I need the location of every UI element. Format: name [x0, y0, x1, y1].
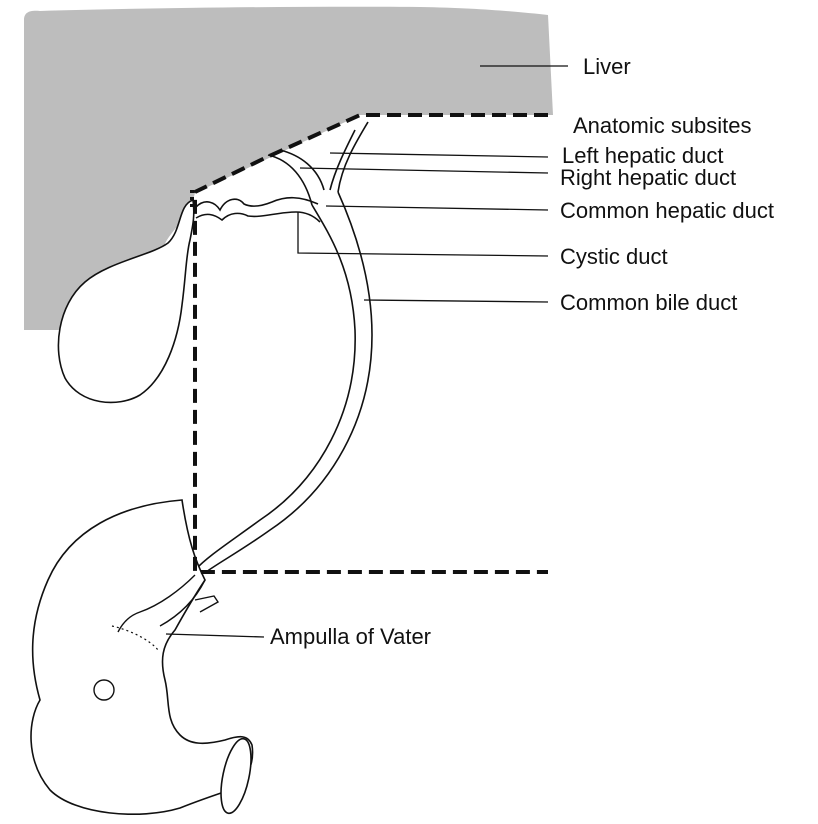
- ampulla-of-vater-label: Ampulla of Vater: [270, 624, 431, 649]
- common-bile-duct-label: Common bile duct: [560, 290, 737, 315]
- ampulla-leader: [166, 634, 264, 637]
- right-hepatic-leader: [300, 168, 548, 173]
- ampulla-papilla: [94, 680, 114, 700]
- cystic-duct-inner: [196, 212, 320, 222]
- common-bile-duct: [195, 205, 355, 570]
- common-hepatic-leader: [326, 206, 548, 210]
- cystic-duct-label: Cystic duct: [560, 244, 668, 269]
- right-hepatic-duct-label: Right hepatic duct: [560, 165, 736, 190]
- liver-label: Liver: [583, 54, 631, 79]
- anatomic-subsites-label: Anatomic subsites: [573, 113, 752, 138]
- common-bile-duct-inner: [206, 192, 372, 572]
- common-hepatic-duct-label: Common hepatic duct: [560, 198, 774, 223]
- cystic-duct: [196, 198, 318, 210]
- duodenum: [31, 500, 253, 814]
- common-bile-leader: [364, 300, 548, 302]
- left-hepatic-leader: [330, 153, 548, 157]
